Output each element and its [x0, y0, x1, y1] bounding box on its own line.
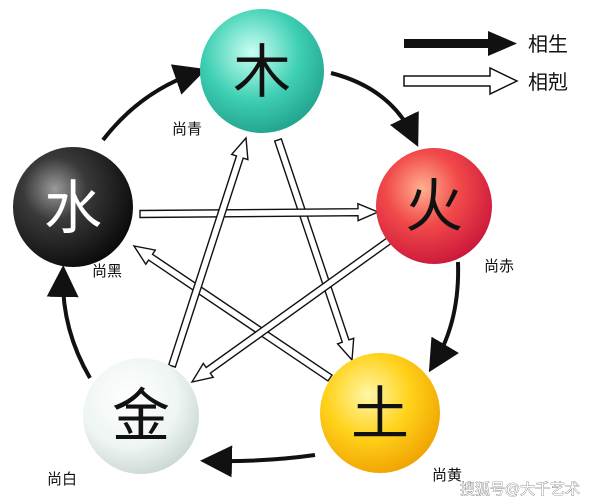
metal-color-label: 尚白	[47, 470, 77, 488]
wood-color-label: 尚青	[172, 120, 202, 138]
arrow-fire-to-metal	[190, 236, 393, 384]
watermark: 搜狐号@大千艺术	[460, 480, 580, 498]
arrow-fire-to-earth	[428, 261, 461, 373]
element-fire: 火	[376, 148, 492, 264]
legend-generating-label: 相生	[528, 32, 568, 56]
arrow-earth-to-water	[132, 245, 333, 382]
fire-color-label: 尚赤	[484, 257, 514, 275]
arrow-wood-to-fire	[330, 71, 419, 147]
metal-circle	[83, 358, 199, 474]
fire-circle	[376, 148, 492, 264]
overcoming-star	[132, 136, 393, 384]
element-metal: 金	[83, 358, 199, 474]
water-color-label: 尚黑	[92, 262, 122, 280]
arrow-water-to-wood	[101, 64, 207, 142]
arrow-water-to-fire	[139, 202, 380, 222]
fire-character: 火	[405, 172, 463, 240]
earth-color-label: 尚黄	[432, 466, 462, 484]
element-earth: 土	[320, 353, 440, 473]
earth-circle	[320, 353, 440, 473]
arrow-metal-to-water	[46, 265, 92, 380]
water-character: 水	[44, 174, 102, 242]
element-water: 水	[13, 147, 133, 267]
wood-circle	[200, 9, 324, 133]
legend: 相生 相剋	[403, 31, 568, 96]
legend-overcoming-arrow-icon	[403, 66, 519, 96]
legend-overcoming-label: 相剋	[528, 70, 568, 94]
arrow-earth-to-metal	[200, 445, 316, 478]
water-circle	[13, 147, 133, 267]
arrow-wood-to-earth	[273, 138, 355, 362]
earth-character: 土	[351, 380, 409, 448]
generating-cycle	[46, 64, 461, 478]
legend-generating-arrow-icon	[404, 31, 517, 56]
metal-character: 金	[112, 382, 170, 450]
wood-character: 木	[233, 38, 291, 106]
arrow-metal-to-wood	[167, 136, 249, 368]
element-wood: 木	[200, 9, 324, 133]
